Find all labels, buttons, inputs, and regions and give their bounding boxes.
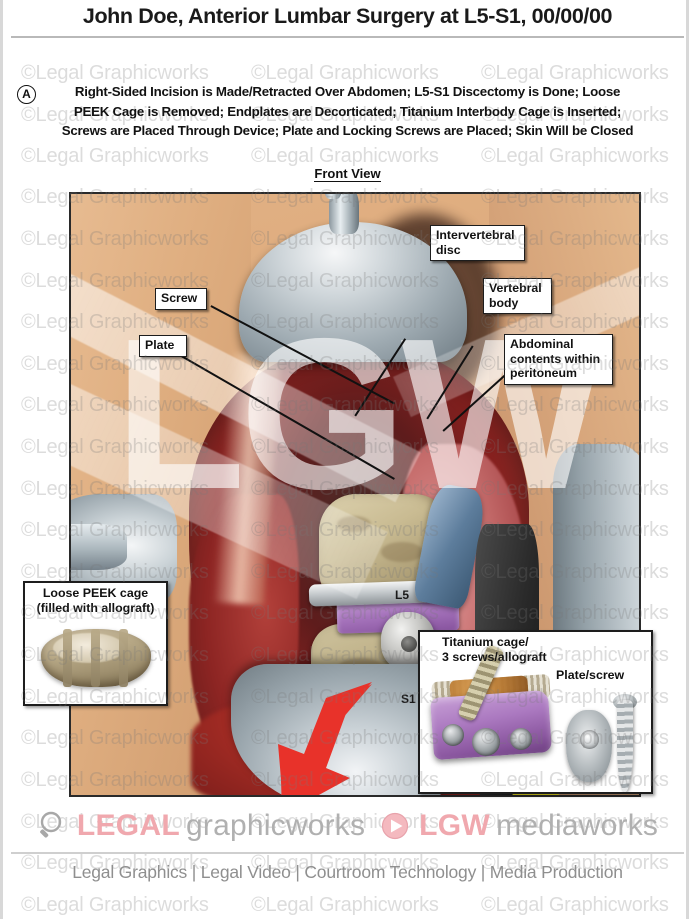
footer-divider (11, 852, 684, 854)
brand-legal: LEGAL (76, 809, 181, 842)
cage-screw-hole-2 (472, 728, 500, 756)
callout-line: body (489, 295, 519, 310)
callout-screw: Screw (155, 288, 207, 310)
callout-line: Vertebral (489, 281, 542, 295)
callout-line: Plate (145, 338, 175, 352)
cage-screw-hole-3 (510, 728, 532, 750)
callout-intervertebral-disc: Intervertebral disc (430, 225, 525, 261)
retractor-stem-upper (323, 194, 343, 199)
inset-right-caption-line1: Titanium cage/ (442, 635, 529, 649)
title-divider (11, 36, 684, 38)
inset-left-caption-line1: Loose PEEK cage (42, 586, 149, 600)
red-arrow-icon (278, 682, 372, 795)
watermark-text: ©Legal Graphicworks (251, 894, 439, 916)
inset-left-caption-line2: (filled with allograft) (36, 600, 155, 615)
magnifier-icon (39, 811, 62, 838)
inset-right-caption-line3: Plate/screw (556, 668, 625, 682)
page-title: John Doe, Anterior Lumbar Surgery at L5-… (82, 4, 613, 28)
callout-line: contents within (510, 351, 601, 366)
watermark-text: ©Legal Graphicworks (21, 894, 209, 916)
inset-right-caption: Titanium cage/ 3 screws/allograft (420, 632, 612, 664)
retractor-left-blade (71, 524, 127, 570)
front-view-label: Front View (3, 166, 686, 182)
watermark-text: ©Legal Graphicworks (481, 145, 669, 167)
loose-peek-cage-inset: Loose PEEK cage (filled with allograft) (23, 581, 168, 706)
caption-line-2: PEEK Cage is Removed; Endplates are Deco… (73, 103, 622, 119)
peek-band-1 (63, 629, 72, 687)
inset-right-caption-line2: 3 screws/allograft (442, 649, 547, 664)
callout-vertebral-body: Vertebral body (483, 278, 552, 314)
brand-mediaworks: mediaworks (496, 809, 659, 842)
inset-left-caption: Loose PEEK cage (filled with allograft) (25, 583, 166, 615)
screw-slot (401, 636, 417, 652)
caption-block: Right-Sided Incision is Made/Retracted O… (17, 82, 678, 141)
peek-band-3 (119, 629, 128, 687)
retractor-superior (239, 222, 467, 362)
callout-plate: Plate (139, 335, 187, 357)
front-view-text: Front View (314, 166, 381, 182)
titanium-cage-inset: Titanium cage/ 3 screws/allograft Plate/… (418, 630, 653, 794)
callout-line: Abdominal (510, 337, 574, 351)
callout-line: disc (436, 242, 461, 257)
callout-line: peritoneum (510, 366, 577, 380)
brand-lgw: LGW (419, 809, 491, 842)
brand-footer: LEGAL graphicworks LGW mediaworks (3, 802, 686, 850)
vertebra-label-s1: S1 (401, 692, 416, 706)
retractor-stem (329, 194, 359, 234)
caption-line-1: Right-Sided Incision is Made/Retracted O… (74, 84, 621, 99)
callout-line: Screw (161, 291, 198, 305)
watermark-text: ©Legal Graphicworks (251, 145, 439, 167)
caption-line-3: Screws are Placed Through Device; Plate … (61, 123, 634, 138)
plate-hole (580, 730, 599, 749)
vertebra-label-l5: L5 (395, 588, 410, 602)
callout-line: Intervertebral (436, 228, 515, 242)
step-badge-a: A (17, 85, 36, 104)
callout-abdominal-contents: Abdominal contents within peritoneum (504, 334, 613, 385)
play-icon (382, 812, 409, 840)
peek-band-2 (91, 629, 100, 687)
footer-tagline: Legal Graphics | Legal Video | Courtroom… (72, 862, 623, 882)
brand-graphicworks: graphicworks (186, 809, 366, 842)
cage-screw-hole-1 (442, 724, 464, 746)
watermark-text: ©Legal Graphicworks (481, 894, 669, 916)
watermark-text: ©Legal Graphicworks (21, 145, 209, 167)
locking-screw-graphic (617, 700, 633, 792)
